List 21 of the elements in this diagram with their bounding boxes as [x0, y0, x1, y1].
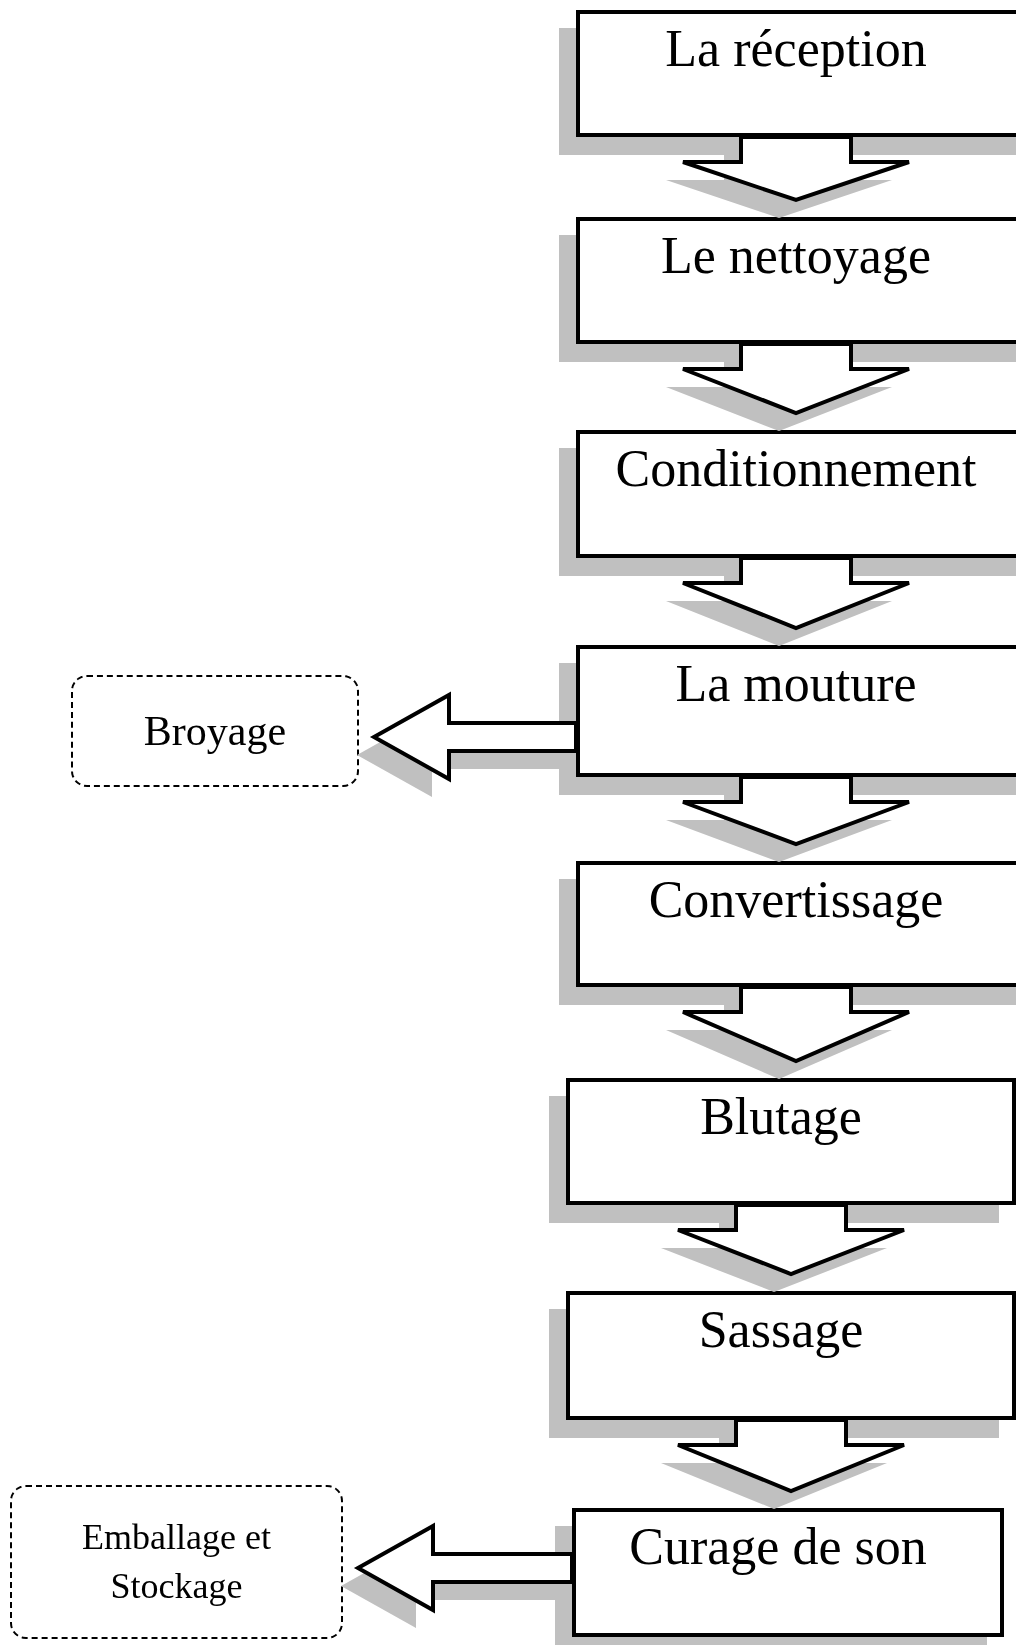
- block-arrow: [666, 556, 911, 646]
- step-label: Le nettoyage: [661, 227, 932, 285]
- dashed-box: [71, 675, 359, 787]
- step-label: Blutage: [700, 1088, 863, 1146]
- block-arrow: [357, 691, 578, 797]
- block-arrow: [666, 342, 911, 431]
- step-label: Curage de son: [629, 1518, 928, 1576]
- step-label: La réception: [665, 20, 928, 78]
- step-label: Broyage: [143, 706, 287, 756]
- dashed-box: [10, 1485, 343, 1639]
- step-label: Convertissage: [648, 871, 945, 929]
- step-label: Emballage et Stockage: [81, 1516, 272, 1608]
- step-label: Conditionnement: [615, 440, 978, 498]
- block-arrow: [661, 1418, 906, 1509]
- block-arrow: [666, 985, 911, 1079]
- step-label: Sassage: [698, 1301, 865, 1359]
- step-label: La mouture: [675, 655, 918, 713]
- block-arrow: [661, 1203, 906, 1292]
- block-arrow: [341, 1522, 574, 1628]
- block-arrow: [666, 135, 911, 218]
- block-arrow: [666, 775, 911, 862]
